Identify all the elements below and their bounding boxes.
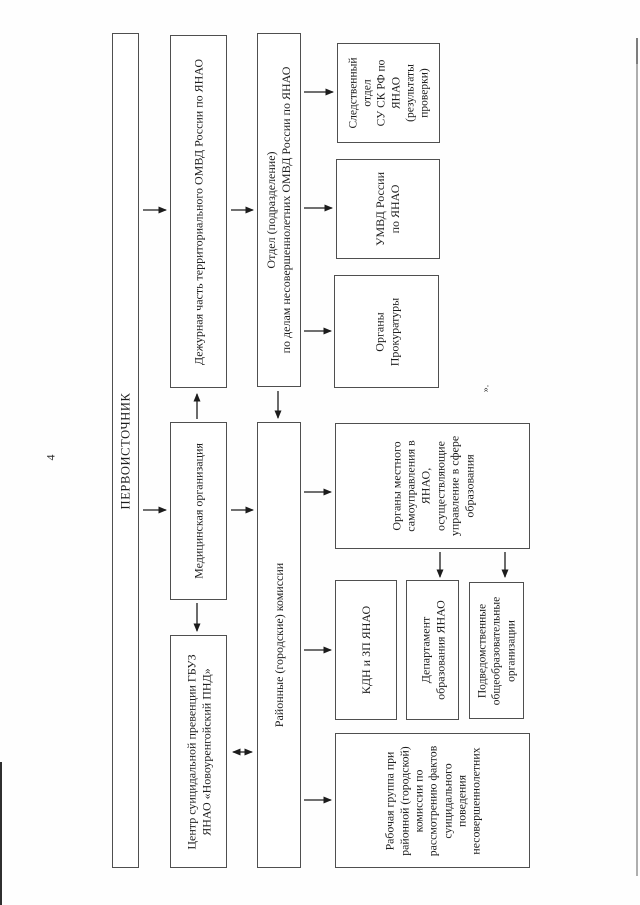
node-rabochaya-gruppa: Рабочая группа при районной (городской) … (335, 733, 530, 868)
node-dezhurnaya-label: Дежурная часть территориального ОМВД Рос… (191, 58, 206, 365)
node-omsu-obrazovanie: Органы местного самоуправления в ЯНАО, о… (335, 423, 530, 549)
node-departament-obrazovaniya: Департамент образования ЯНАО (406, 580, 459, 720)
node-sledstvennyy-otdel-label: Следственный отдел СУ СК РФ по ЯНАО (рез… (347, 57, 430, 129)
node-sledstvennyy-otdel: Следственный отдел СУ СК РФ по ЯНАО (рез… (337, 43, 440, 143)
page-number: 4 (43, 454, 58, 461)
stray-scan-mark: ». (480, 384, 492, 393)
node-podvedomstvennye-label: Подведомственные общеобразовательные орг… (476, 596, 517, 705)
node-umvd: УМВД России по ЯНАО (336, 159, 440, 259)
node-rayonnye-komissii: Районные (городские) комиссии (257, 422, 301, 868)
node-rabochaya-gruppa-label: Рабочая группа при районной (городской) … (382, 745, 483, 856)
node-medicinskaya-label: Медицинская организация (191, 443, 206, 579)
node-podvedomstvennye: Подведомственные общеобразовательные орг… (469, 582, 524, 719)
scan-edge-artifact-left (0, 762, 2, 905)
node-kdn: КДН и ЗП ЯНАО (335, 580, 397, 720)
node-prokuratura-label: Органы Прокуратуры (371, 297, 401, 366)
node-centr-prevencii: Центр суицидальной превенции ГБУЗ ЯНАО «… (170, 635, 227, 868)
scan-edge-artifact-right (636, 38, 638, 876)
node-umvd-label: УМВД России по ЯНАО (373, 171, 402, 247)
node-rayonnye-komissii-label: Районные (городские) комиссии (271, 562, 286, 728)
node-kdn-label: КДН и ЗП ЯНАО (358, 605, 373, 695)
node-pervoistochnik-label: ПЕРВОИСТОЧНИК (117, 392, 132, 509)
node-dezhurnaya: Дежурная часть территориального ОМВД Рос… (170, 35, 227, 388)
node-pervoistochnik: ПЕРВОИСТОЧНИК (112, 33, 139, 868)
node-prokuratura: Органы Прокуратуры (334, 275, 439, 388)
node-medicinskaya: Медицинская организация (170, 422, 227, 600)
node-omsu-obrazovanie-label: Органы местного самоуправления в ЯНАО, о… (388, 435, 476, 537)
node-centr-prevencii-label: Центр суицидальной превенции ГБУЗ ЯНАО «… (183, 653, 213, 850)
node-departament-obrazovaniya-label: Департамент образования ЯНАО (417, 600, 447, 700)
node-otdel-pdn-label: Отдел (подразделение) по делам несоверше… (264, 66, 293, 354)
node-otdel-pdn: Отдел (подразделение) по делам несоверше… (257, 33, 301, 387)
